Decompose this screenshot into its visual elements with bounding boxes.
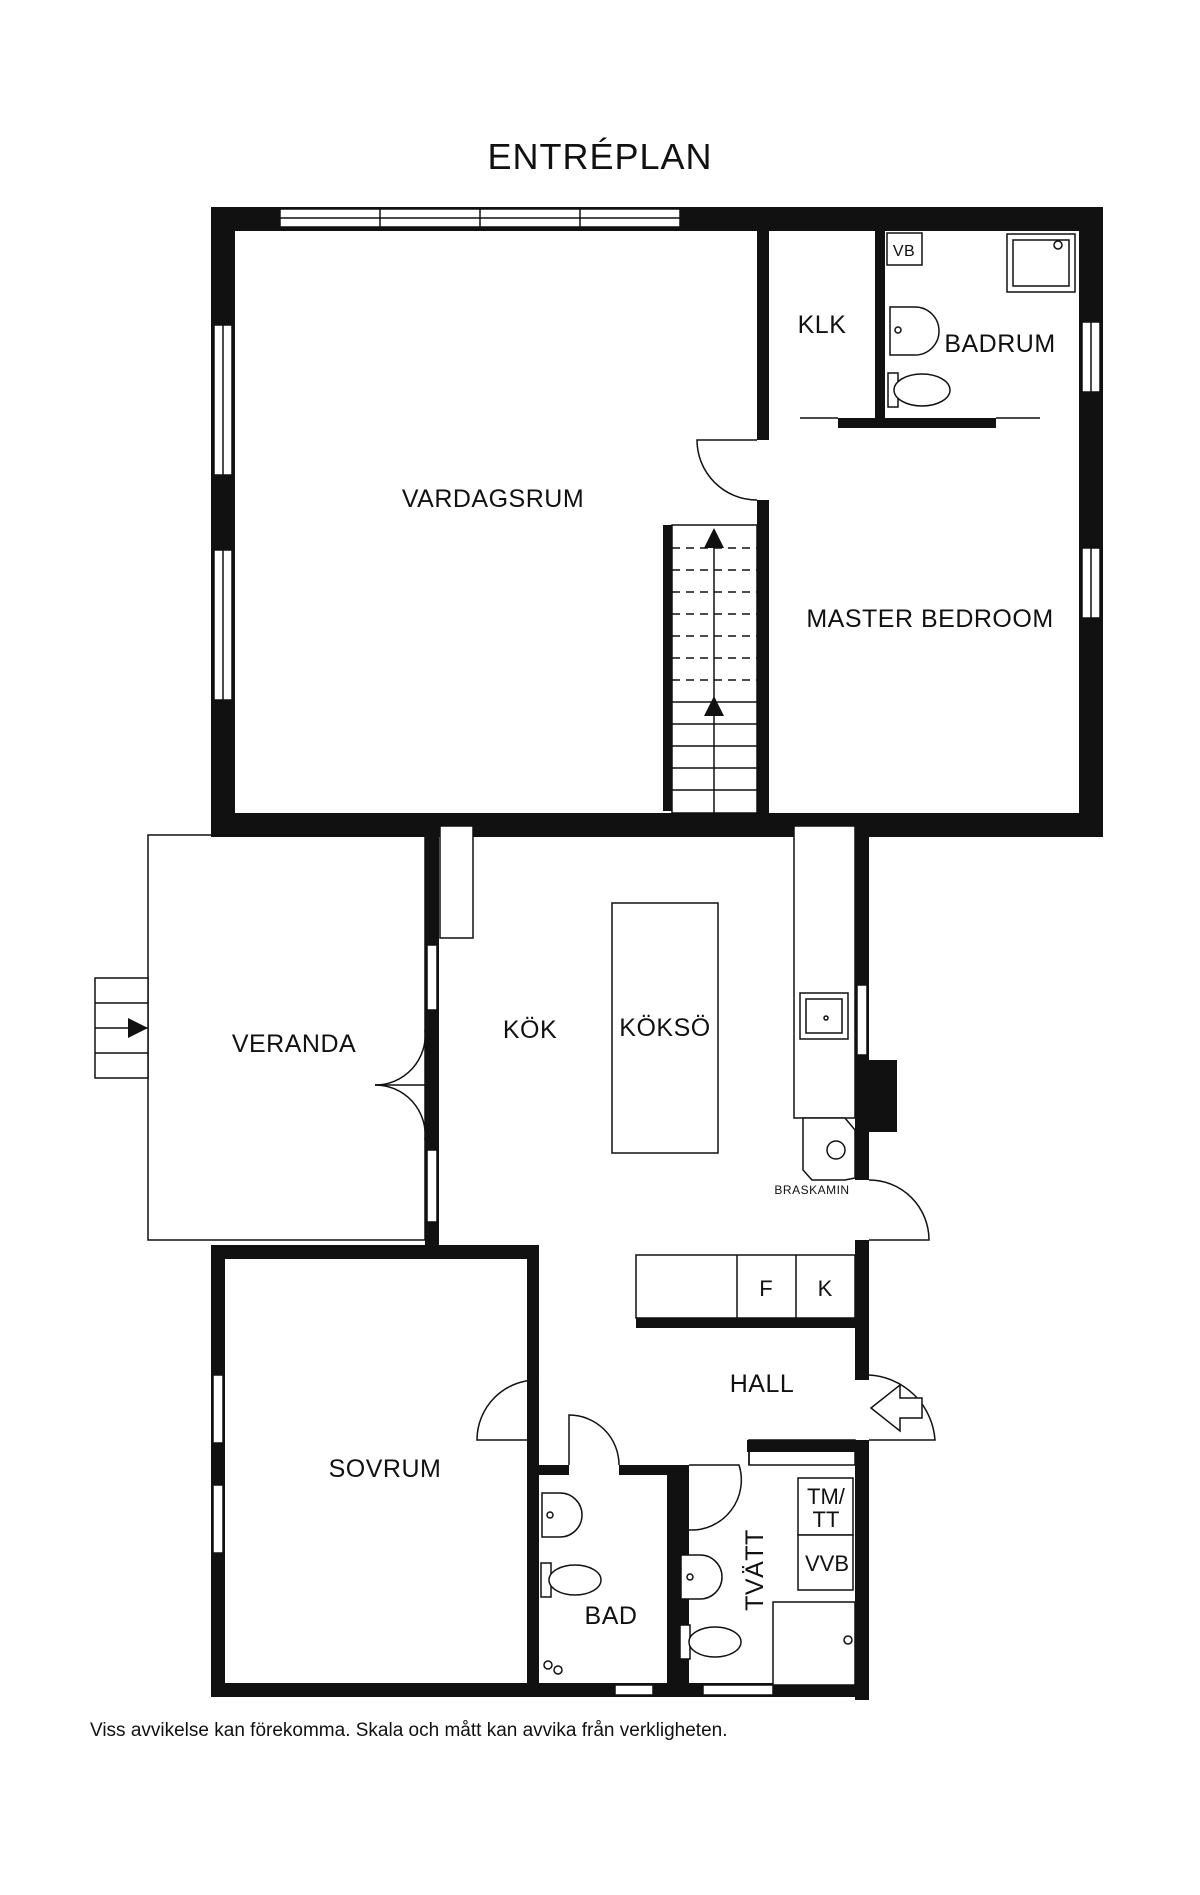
- label-f: F: [759, 1276, 772, 1301]
- plan-title: ENTRÉPLAN: [487, 136, 713, 177]
- doors: [374, 417, 1040, 1531]
- label-tt: TT: [813, 1507, 840, 1532]
- label-vb: VB: [893, 243, 915, 260]
- walls: [211, 207, 1103, 1700]
- label-braskamin: BRASKAMIN: [774, 1183, 849, 1197]
- label-hall: HALL: [730, 1370, 795, 1398]
- label-master-bedroom: MASTER BEDROOM: [806, 605, 1053, 633]
- staircase: [671, 524, 758, 814]
- fixtures: [94, 232, 1076, 1686]
- label-klk: KLK: [798, 311, 847, 339]
- label-kokso: KÖKSÖ: [619, 1014, 710, 1042]
- label-k: K: [818, 1276, 833, 1301]
- label-kok: KÖK: [503, 1016, 557, 1044]
- label-bad: BAD: [585, 1602, 638, 1630]
- label-vvb: VVB: [805, 1551, 849, 1576]
- label-tm: TM/: [807, 1484, 846, 1509]
- room-labels: VARDAGSRUM KLK VB BADRUM MASTER BEDROOM …: [232, 243, 1055, 1630]
- label-badrum: BADRUM: [944, 330, 1055, 358]
- label-sovrum: SOVRUM: [329, 1455, 442, 1483]
- label-veranda: VERANDA: [232, 1030, 356, 1058]
- disclaimer-text: Viss avvikelse kan förekomma. Skala och …: [90, 1720, 728, 1741]
- windows: [212, 208, 1101, 1696]
- label-tvatt: TVÄTT: [741, 1529, 769, 1611]
- label-vardagsrum: VARDAGSRUM: [402, 485, 584, 513]
